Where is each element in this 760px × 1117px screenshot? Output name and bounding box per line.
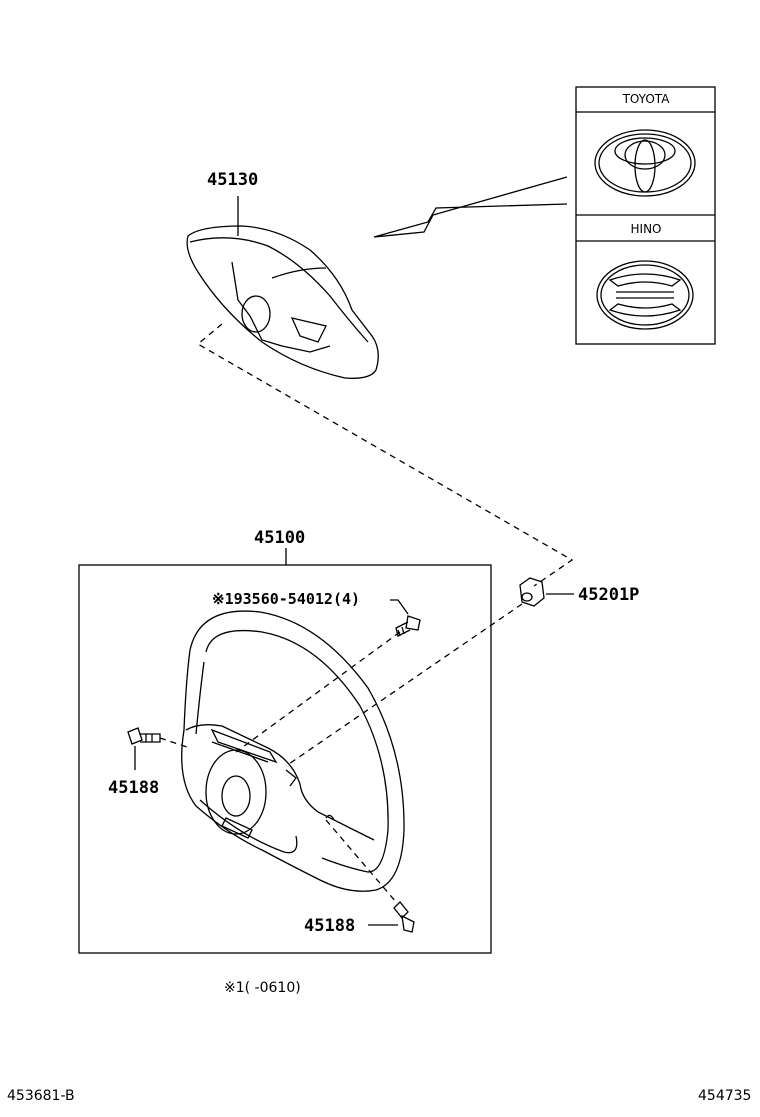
footer-left-code: 453681-B <box>7 1088 75 1104</box>
steering-wheel-box <box>78 548 492 954</box>
hino-label: HINO <box>630 222 662 236</box>
toyota-emblem-icon <box>594 129 696 197</box>
hino-emblem-icon <box>596 260 694 330</box>
part-number-bolt-left: 45188 <box>108 778 160 798</box>
dashed-connector-airbag-nut <box>196 323 574 587</box>
bolt-left-icon <box>127 727 161 770</box>
toyota-label: TOYOTA <box>622 92 670 106</box>
bolt-bottom-icon <box>368 901 415 933</box>
emblem-reference-box <box>575 86 716 345</box>
part-number-bolt-bottom: 45188 <box>304 916 356 936</box>
footnote: ※1( -0610) <box>224 980 301 996</box>
screw-part-note: ※193560-54012(4) <box>212 590 361 608</box>
part-number-nut: 45201P <box>578 585 640 605</box>
airbag-cover-drawing <box>186 196 379 379</box>
nut-icon <box>519 577 574 607</box>
part-number-airbag-cover: 45130 <box>207 170 259 190</box>
screw-icon <box>390 599 421 637</box>
footer-right-code: 454735 <box>698 1088 752 1104</box>
part-number-steering-wheel: 45100 <box>254 528 306 548</box>
steering-wheel-drawing <box>181 610 405 892</box>
emblem-pointer-arrow <box>373 176 568 238</box>
dashed-connector-lines <box>159 603 523 903</box>
